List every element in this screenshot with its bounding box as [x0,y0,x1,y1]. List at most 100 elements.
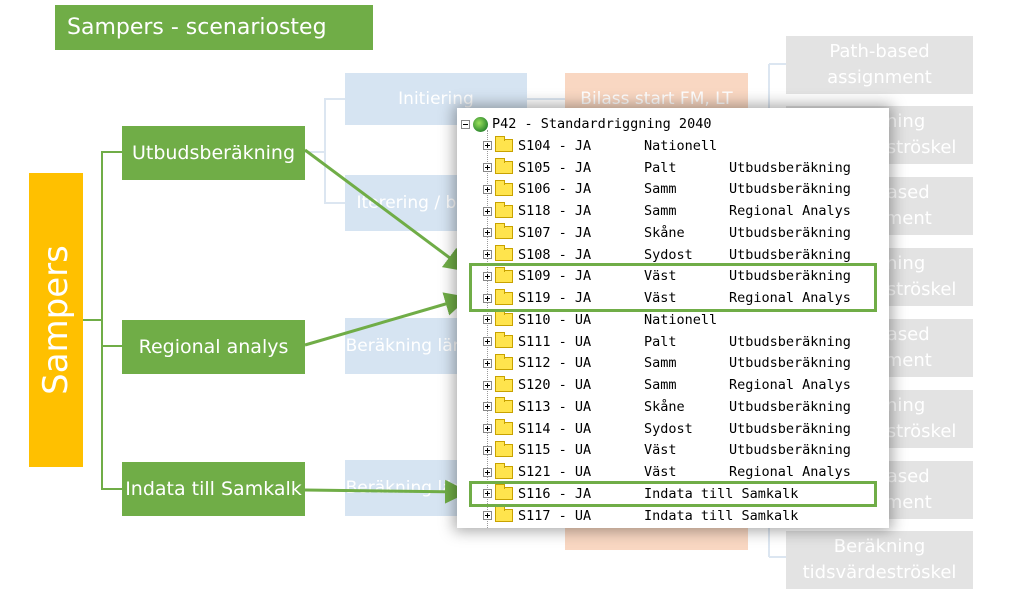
arrow-utbud [304,148,469,272]
scenario-id: S117 - UA [518,507,592,524]
scenario-id: S114 - UA [518,420,592,437]
scenario-type: Regional Analys [729,203,851,220]
scenario-id: S120 - UA [518,377,592,394]
folder-icon [495,288,513,305]
expand-icon[interactable] [483,511,492,521]
indata-box: Indata till Samkalk [122,462,305,516]
scenario-id: S115 - UA [518,442,592,459]
expand-icon[interactable] [483,445,492,455]
expand-icon[interactable] [483,163,492,173]
expand-icon[interactable] [483,293,492,303]
scenario-type: Utbudsberäkning [729,159,851,176]
folder-icon [495,266,513,283]
folder-icon [495,375,513,392]
scenario-region: Samm [644,377,677,394]
scenario-id: S119 - JA [518,290,592,307]
scenario-region: Skåne [644,398,685,415]
tree-node[interactable]: S112 - UA Samm Utbudsberäkning [483,353,851,375]
expand-icon[interactable] [483,228,492,238]
folder-icon [495,245,513,262]
folder-icon [495,136,513,153]
utbud-box: Utbudsberäkning [122,126,305,180]
expand-icon[interactable] [483,184,492,194]
expand-icon[interactable] [483,315,492,325]
folder-icon [495,440,513,457]
tree-root-node[interactable]: P42 - Standardriggning 2040 [461,113,711,135]
tree-node[interactable]: S117 - UA Indata till Samkalk [483,505,799,527]
folder-icon [495,158,513,175]
expand-icon[interactable] [483,467,492,477]
folder-icon [495,179,513,196]
right-label-8: Beräkning tidsvärdeströskel [802,536,957,583]
expand-icon[interactable] [483,402,492,412]
right-box-1: Path-based assignment [786,36,973,94]
scenario-type: Utbudsberäkning [729,442,851,459]
scenario-id: S116 - JA [518,485,592,502]
expand-icon[interactable] [483,250,492,260]
bilass-label: Bilass start FM, LT [580,89,733,109]
tree-node[interactable]: S120 - UA Samm Regional Analys [483,374,851,396]
scenario-type: Utbudsberäkning [729,246,851,263]
folder-icon [495,332,513,349]
scenario-id: S108 - JA [518,246,592,263]
scenario-region: Nationell [644,137,718,154]
scenario-id: S110 - UA [518,311,592,328]
scenario-region: Väst [644,268,677,285]
expand-icon[interactable] [483,424,492,434]
folder-icon [495,353,513,370]
arrow-indata [304,479,469,504]
folder-icon [495,201,513,218]
scenario-region: Indata till Samkalk [644,507,799,524]
regional-box: Regional analys [122,320,305,374]
indata-label: Indata till Samkalk [125,478,302,500]
scenario-region: Samm [644,203,677,220]
scenario-type: Regional Analys [729,377,851,394]
expand-icon[interactable] [483,271,492,281]
expand-icon[interactable] [483,141,492,151]
tree-node[interactable]: S118 - JA Samm Regional Analys [483,200,851,222]
right-box-8: Beräkning tidsvärdeströskel [786,531,973,589]
scenario-id: S113 - UA [518,398,592,415]
scenario-type: Utbudsberäkning [729,355,851,372]
highlight-s109-s119 [469,263,877,312]
scenario-region: Sydost [644,420,693,437]
scenario-id: S112 - UA [518,355,592,372]
scenario-region: Väst [644,464,677,481]
scenario-id: S105 - JA [518,159,592,176]
tree-node[interactable]: S108 - JA Sydost Utbudsberäkning [483,244,851,266]
right-label-1: Path-based assignment [827,41,932,88]
folder-icon [495,397,513,414]
scenario-region: Samm [644,181,677,198]
scenario-region: Skåne [644,224,685,241]
scenario-id: S111 - UA [518,333,592,350]
scenario-region: Nationell [644,311,718,328]
collapse-icon[interactable] [461,119,470,129]
scenario-id: S118 - JA [518,203,592,220]
scenario-type: Utbudsberäkning [729,333,851,350]
scenario-region: Samm [644,355,677,372]
folder-icon [495,419,513,436]
expand-icon[interactable] [483,489,492,499]
tree-node[interactable]: S110 - UA Nationell [483,309,729,331]
scenario-type: Utbudsberäkning [729,224,851,241]
scenario-region: Sydost [644,246,693,263]
diagram-title: Sampers - scenariosteg [55,5,373,50]
expand-icon[interactable] [483,358,492,368]
highlight-s116 [469,481,877,507]
expand-icon[interactable] [483,380,492,390]
expand-icon[interactable] [483,337,492,347]
expand-icon[interactable] [483,206,492,216]
project-globe-icon [473,116,488,132]
